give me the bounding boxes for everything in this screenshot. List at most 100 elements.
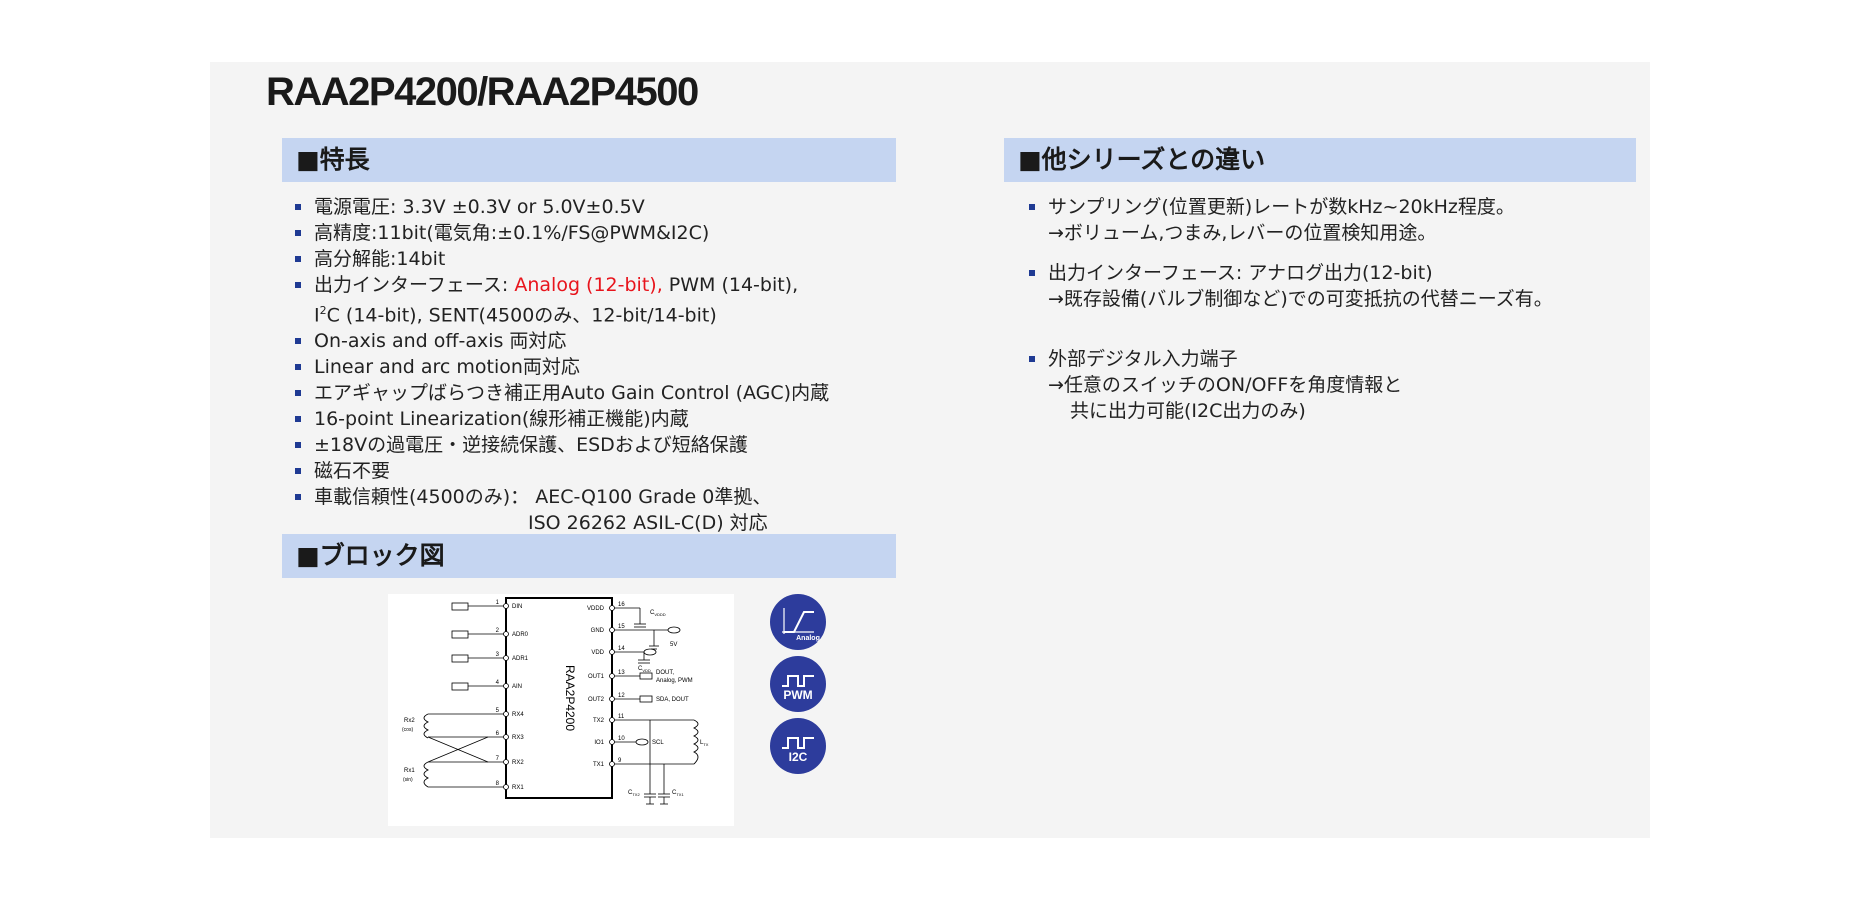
list-item: サンプリング(位置更新)レートが数kHz~20kHz程度。 →ボリューム,つまみ… bbox=[1026, 194, 1626, 246]
vddd-capacitor: CVDDD bbox=[634, 608, 666, 628]
pwm-wave-icon bbox=[782, 675, 814, 687]
svg-text:6: 6 bbox=[496, 731, 500, 737]
left-pin: 5 RX4 bbox=[428, 708, 524, 718]
tx-capacitors: CTX2 CTX1 bbox=[628, 720, 684, 805]
list-item: On-axis and off-axis 両対応 bbox=[292, 328, 892, 354]
svg-text:ADR0: ADR0 bbox=[512, 632, 529, 638]
left-pin: 7 RX2 bbox=[428, 756, 524, 766]
list-item: 高分解能:14bit bbox=[292, 246, 892, 272]
svg-text:CVDD: CVDD bbox=[638, 666, 651, 673]
svg-text:Rx1: Rx1 bbox=[404, 768, 415, 774]
svg-text:RX3: RX3 bbox=[512, 735, 524, 741]
svg-text:Analog: Analog bbox=[796, 635, 820, 642]
out1-label: Analog, PWM bbox=[656, 678, 693, 684]
svg-text:VDD: VDD bbox=[591, 650, 604, 656]
features-heading: ■特長 bbox=[282, 138, 896, 182]
svg-text:4: 4 bbox=[496, 680, 500, 686]
analog-badge: Analog bbox=[770, 594, 826, 650]
i2c-wave-icon bbox=[782, 737, 814, 749]
left-pin: 6 RX3 bbox=[428, 731, 524, 741]
right-pin: GND 15 bbox=[591, 624, 644, 634]
list-item: 出力インターフェース: Analog (12-bit), PWM (14-bit… bbox=[292, 272, 892, 328]
right-pin: OUT1 13 bbox=[588, 670, 653, 680]
chip-label: RAA2P4200 bbox=[563, 665, 577, 731]
svg-text:13: 13 bbox=[618, 670, 625, 676]
differences-list: サンプリング(位置更新)レートが数kHz~20kHz程度。 →ボリューム,つまみ… bbox=[1026, 194, 1626, 438]
out2-label: SDA, DOUT bbox=[656, 697, 689, 703]
svg-text:1: 1 bbox=[496, 600, 500, 606]
pwm-badge: PWM bbox=[770, 656, 826, 712]
svg-text:CVDDD: CVDDD bbox=[650, 610, 666, 617]
cross-wire bbox=[427, 736, 489, 763]
left-pin: 8 RX1 bbox=[428, 781, 524, 791]
page-title: RAA2P4200/RAA2P4500 bbox=[266, 70, 699, 114]
svg-text:TX2: TX2 bbox=[593, 718, 605, 724]
analog-ramp-icon: Analog bbox=[782, 608, 820, 642]
list-item: Linear and arc motion両対応 bbox=[292, 354, 892, 380]
list-item: 出力インターフェース: アナログ出力(12-bit) →既存設備(バルブ制御など… bbox=[1026, 260, 1626, 312]
left-pin: 1 DIN bbox=[451, 600, 522, 611]
features-list: 電源電圧: 3.3V ±0.3V or 5.0V±0.5V 高精度:11bit(… bbox=[292, 194, 892, 536]
right-pin: OUT2 12 bbox=[588, 693, 653, 703]
svg-text:DIN: DIN bbox=[512, 604, 522, 610]
chip-body bbox=[505, 597, 613, 799]
left-pin: 4 AIN bbox=[451, 680, 522, 691]
svg-text:9: 9 bbox=[618, 758, 622, 764]
supply-5v: 5V CVDD bbox=[638, 626, 681, 673]
block-diagram: RAA2P4200 1 DIN 2 ADR0 3 ADR bbox=[388, 594, 734, 826]
left-pin: 2 ADR0 bbox=[451, 628, 529, 639]
svg-text:LTX: LTX bbox=[700, 740, 709, 747]
svg-text:TX1: TX1 bbox=[593, 762, 605, 768]
svg-text:2: 2 bbox=[496, 628, 500, 634]
block-diagram-heading: ■ブロック図 bbox=[282, 534, 896, 578]
out1-label: DOUT, bbox=[656, 670, 674, 676]
svg-text:VDDD: VDDD bbox=[587, 606, 605, 612]
svg-text:(sin): (sin) bbox=[403, 777, 413, 783]
highlight-text: Analog (12-bit), bbox=[514, 274, 663, 296]
slide: RAA2P4200/RAA2P4500 ■特長 電源電圧: 3.3V ±0.3V… bbox=[210, 62, 1650, 838]
right-pin: TX2 11 bbox=[593, 714, 694, 724]
svg-text:CTX1: CTX1 bbox=[672, 790, 684, 797]
svg-text:RX4: RX4 bbox=[512, 712, 524, 718]
svg-text:AIN: AIN bbox=[512, 684, 522, 690]
scl-label: SCL bbox=[652, 740, 664, 746]
svg-text:RX1: RX1 bbox=[512, 785, 524, 791]
list-item: エアギャップばらつき補正用Auto Gain Control (AGC)内蔵 bbox=[292, 380, 892, 406]
svg-text:8: 8 bbox=[496, 781, 500, 787]
svg-text:OUT1: OUT1 bbox=[588, 674, 605, 680]
svg-text:RX2: RX2 bbox=[512, 760, 524, 766]
right-pin: VDDD 16 bbox=[587, 602, 640, 612]
svg-text:5V: 5V bbox=[670, 642, 677, 648]
list-item: ±18Vの過電圧・逆接続保護、ESDおよび短絡保護 bbox=[292, 432, 892, 458]
svg-text:ADR1: ADR1 bbox=[512, 656, 529, 662]
right-pin: IO1 10 bbox=[594, 736, 649, 746]
svg-text:12: 12 bbox=[618, 693, 625, 699]
rx1-coil: Rx1 (sin) bbox=[403, 761, 430, 788]
list-item: 高精度:11bit(電気角:±0.1%/FS@PWM&I2C) bbox=[292, 220, 892, 246]
list-item: 16-point Linearization(線形補正機能)内蔵 bbox=[292, 406, 892, 432]
svg-text:GND: GND bbox=[591, 628, 605, 634]
list-item: 電源電圧: 3.3V ±0.3V or 5.0V±0.5V bbox=[292, 194, 892, 220]
i2c-badge: I2C bbox=[770, 718, 826, 774]
svg-text:7: 7 bbox=[496, 756, 500, 762]
right-pin: TX1 9 bbox=[593, 758, 694, 768]
left-pin: 3 ADR1 bbox=[451, 652, 529, 663]
tx-coil: LTX bbox=[692, 719, 709, 765]
list-item: 外部デジタル入力端子 →任意のスイッチのON/OFFを角度情報と 共に出力可能(… bbox=[1026, 346, 1626, 424]
svg-text:11: 11 bbox=[618, 714, 625, 720]
right-pin: VDD 14 bbox=[591, 646, 644, 656]
svg-text:OUT2: OUT2 bbox=[588, 697, 605, 703]
svg-text:Rx2: Rx2 bbox=[404, 718, 415, 724]
svg-text:16: 16 bbox=[618, 602, 625, 608]
svg-text:IO1: IO1 bbox=[594, 740, 604, 746]
differences-heading: ■他シリーズとの違い bbox=[1004, 138, 1636, 182]
list-item: 磁石不要 bbox=[292, 458, 892, 484]
svg-text:5: 5 bbox=[496, 708, 500, 714]
rx2-coil: Rx2 (cos) bbox=[402, 713, 430, 739]
list-item: 車載信頼性(4500のみ)： AEC-Q100 Grade 0準拠、 ISO 2… bbox=[292, 484, 892, 536]
svg-text:(cos): (cos) bbox=[402, 727, 413, 733]
svg-text:10: 10 bbox=[618, 736, 625, 742]
svg-text:3: 3 bbox=[496, 652, 500, 658]
svg-text:14: 14 bbox=[618, 646, 625, 652]
svg-text:CTX2: CTX2 bbox=[628, 790, 640, 797]
